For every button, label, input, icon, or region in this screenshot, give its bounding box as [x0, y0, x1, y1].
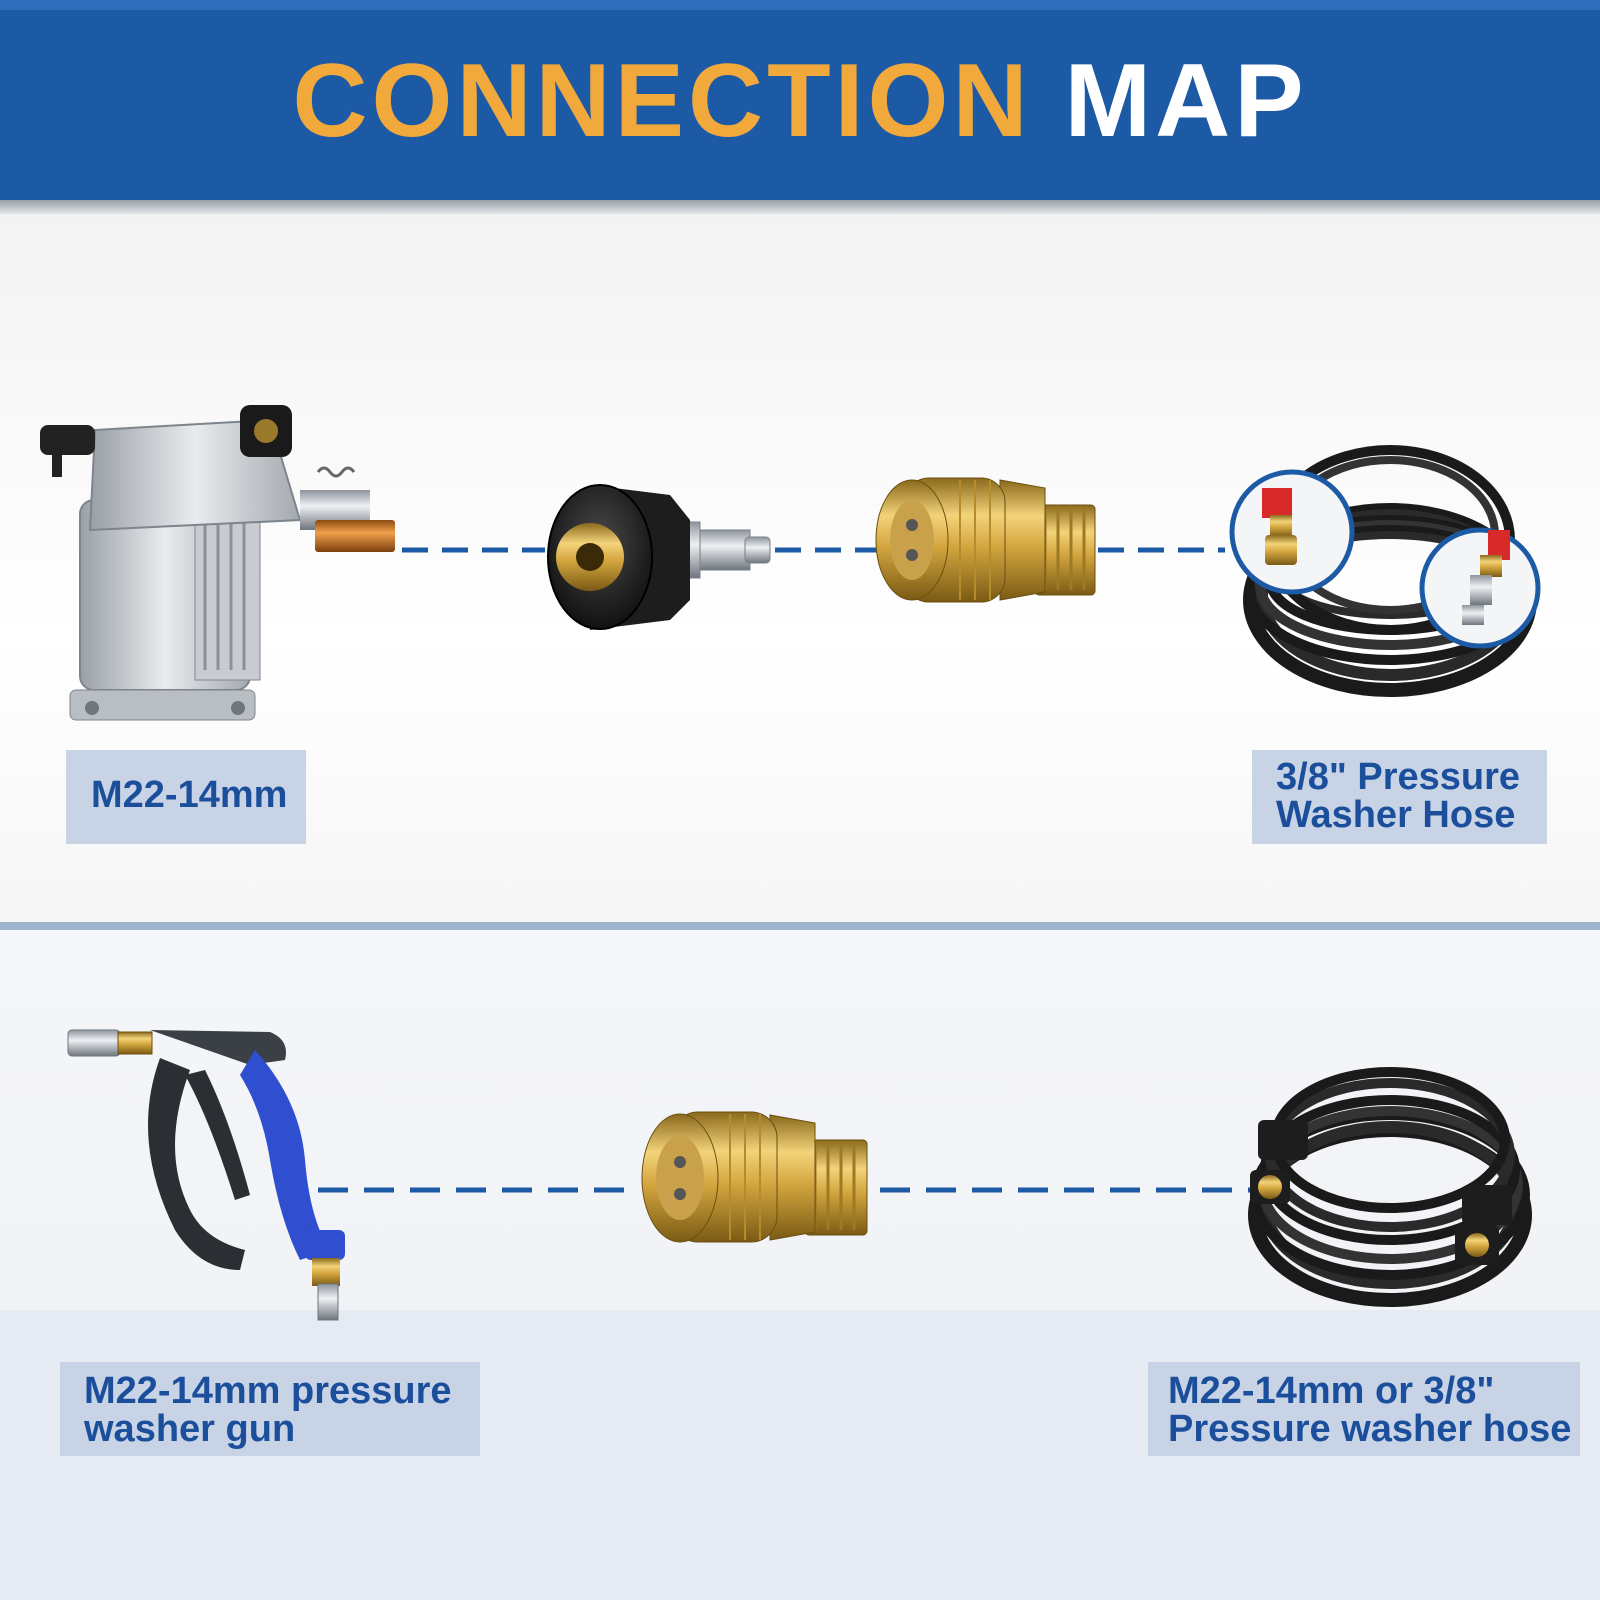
label-bottom-hose: M22-14mm or 3/8" Pressure washer hose	[1148, 1362, 1580, 1456]
label-bottom-hose-line2: Pressure washer hose	[1168, 1408, 1572, 1450]
pump-icon	[40, 405, 395, 721]
label-bottom-hose-line1: M22-14mm or 3/8"	[1168, 1370, 1495, 1412]
m22-fitting-left	[1250, 1120, 1308, 1204]
title-word-connection: CONNECTION	[292, 43, 1032, 159]
label-pump-text: M22-14mm	[91, 774, 288, 816]
spray-gun-icon	[67, 1029, 345, 1321]
label-pump: M22-14mm	[66, 750, 306, 844]
quick-connect-bubble-right	[1419, 527, 1541, 649]
title-word-map: MAP	[1064, 43, 1308, 159]
quick-connect-bubble-left	[1229, 469, 1355, 595]
label-gun: M22-14mm pressure washer gun	[60, 1362, 480, 1456]
label-top-hose-line2: Washer Hose	[1276, 794, 1516, 836]
adapter-icon	[547, 484, 771, 630]
header-shadow	[0, 200, 1600, 214]
page-title: CONNECTION MAP	[0, 46, 1600, 156]
panel-divider	[0, 922, 1600, 930]
label-top-hose-line1: 3/8" Pressure	[1276, 756, 1521, 798]
brass-coupler-icon-top	[875, 477, 1096, 603]
label-top-hose: 3/8" Pressure Washer Hose	[1252, 750, 1547, 844]
brass-coupler-icon-bottom	[641, 1111, 868, 1243]
label-gun-line2: washer gun	[84, 1408, 296, 1450]
label-gun-line1: M22-14mm pressure	[84, 1370, 452, 1412]
header-banner	[0, 0, 1600, 200]
m22-fitting-right	[1455, 1185, 1512, 1265]
